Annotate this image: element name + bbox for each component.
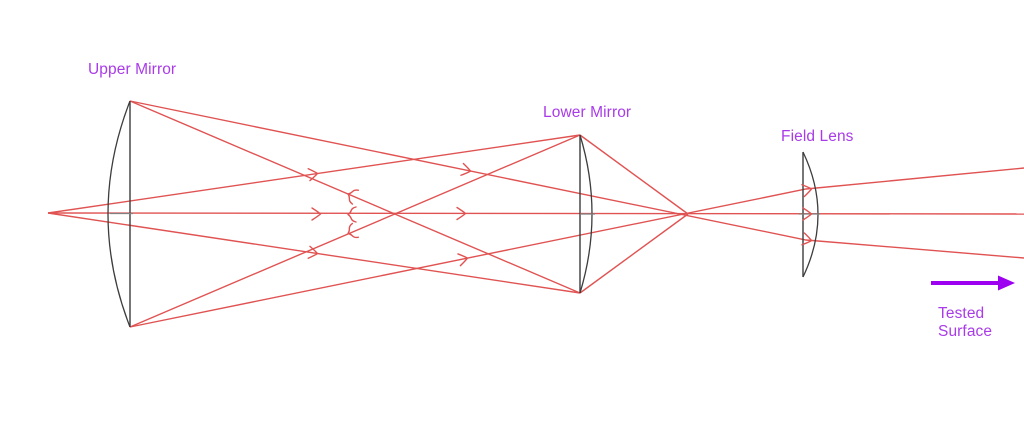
ray-lower-edge-to-lower-mirror-top — [129, 134, 581, 328]
ray-vertex-to-lower-mirror-bottom — [47, 212, 581, 294]
upper-mirror-surface-arc — [107, 100, 131, 328]
upper-mirror-label: Upper Mirror — [88, 61, 177, 78]
ray-lower-mirror-bottom-to-focus — [579, 213, 689, 294]
chevron-right-arrowhead-icon — [307, 168, 319, 182]
chevron-right-arrowhead-icon — [307, 245, 319, 259]
chevron-right-arrowhead-icon — [311, 207, 322, 221]
chevron-right-arrowhead-icon — [801, 232, 813, 246]
lower-mirror-label: Lower Mirror — [543, 104, 632, 121]
wavy-left-arrowhead-icon — [347, 189, 360, 205]
chevron-right-arrowhead-icon — [457, 253, 469, 267]
ray-lower-mirror-top-to-focus — [579, 134, 689, 215]
ray-upper-edge-through-focus-to-lens — [129, 100, 1024, 259]
ray-axis-ray — [47, 212, 1024, 215]
chevron-right-arrowhead-icon — [456, 206, 467, 221]
ray-vertex-to-lower-mirror-top — [47, 134, 581, 214]
wavy-left-arrowhead-icon — [347, 206, 357, 223]
wavy-left-arrowhead-icon — [347, 222, 360, 239]
tested-surface-label: Tested Surface — [938, 305, 993, 340]
tested-surface-arrow-head-icon — [998, 275, 1015, 291]
chevron-right-arrowhead-icon — [460, 162, 472, 176]
ray-lower-edge-through-focus-to-lens — [129, 167, 1024, 328]
ray-upper-edge-to-lower-mirror-bottom — [129, 100, 581, 294]
chevron-right-arrowhead-icon — [801, 184, 813, 198]
chevron-right-arrowhead-icon — [802, 207, 813, 221]
field-lens-label: Field Lens — [781, 128, 854, 145]
